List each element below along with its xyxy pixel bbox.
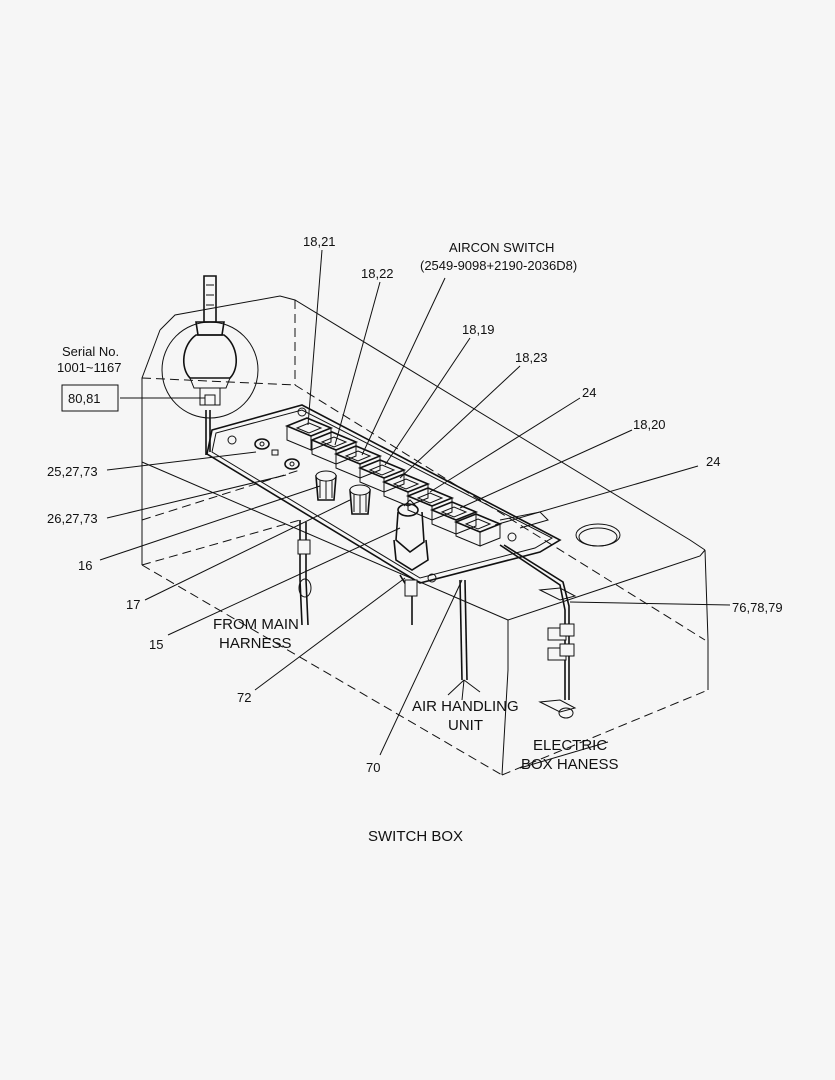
switch-panel: [206, 404, 562, 584]
rotary-knobs: [315, 470, 371, 515]
callout-labels: 18,21 18,22 AIRCON SWITCH (2549-9098+219…: [47, 234, 783, 845]
serial-number-box: [61, 384, 119, 412]
label-aircon-switch: AIRCON SWITCH: [449, 240, 554, 255]
label-25-27-73: 25,27,73: [47, 464, 98, 479]
label-17: 17: [126, 597, 140, 612]
diagram-title: SWITCH BOX: [368, 828, 463, 845]
label-air-handling-unit-1: AIR HANDLING: [412, 698, 519, 715]
leader-lines: [99, 249, 731, 769]
wiring-harness: [205, 410, 577, 719]
box-side-faces: [141, 462, 709, 776]
label-electric-box-harness-1: ELECTRIC: [533, 737, 607, 754]
label-24-a: 24: [582, 385, 596, 400]
key-switch: [393, 499, 429, 571]
label-70: 70: [366, 760, 380, 775]
label-from-main-harness-1: FROM MAIN: [213, 616, 299, 633]
toggle-switches: [254, 438, 300, 470]
label-18-22: 18,22: [361, 266, 394, 281]
label-from-main-harness-2: HARNESS: [219, 635, 292, 652]
label-18-21: 18,21: [303, 234, 336, 249]
rocker-switches: [284, 417, 503, 547]
label-24-b: 24: [706, 454, 720, 469]
box-top-face: [141, 295, 706, 641]
label-air-handling-unit-2: UNIT: [448, 717, 483, 734]
label-26-27-73: 26,27,73: [47, 511, 98, 526]
label-80-81: 80,81: [68, 391, 101, 406]
label-76-78-79: 76,78,79: [732, 600, 783, 615]
joystick: [161, 275, 259, 419]
label-serial-no: Serial No.: [62, 344, 119, 359]
label-electric-box-harness-2: BOX HANESS: [521, 756, 619, 773]
label-aircon-part-number: (2549-9098+2190-2036D8): [420, 258, 577, 273]
label-15: 15: [149, 637, 163, 652]
label-18-23: 18,23: [515, 350, 548, 365]
label-18-19: 18,19: [462, 322, 495, 337]
label-16: 16: [78, 558, 92, 573]
label-18-20: 18,20: [633, 417, 666, 432]
label-serial-range: 1001~1167: [57, 360, 121, 375]
label-72: 72: [237, 690, 251, 705]
